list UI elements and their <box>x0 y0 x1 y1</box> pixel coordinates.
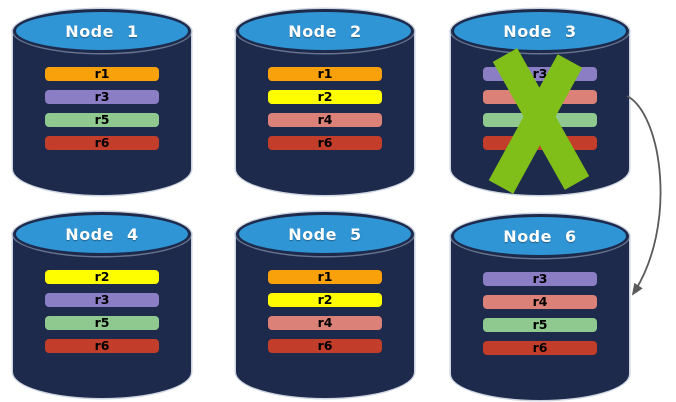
node-4-cylinder-top: Node 4 <box>13 212 191 256</box>
replica-bar: r2 <box>268 293 382 307</box>
replica-bar: r1 <box>268 67 382 81</box>
node-1-title: Node 1 <box>65 21 139 41</box>
replica-bar: r3 <box>483 67 597 81</box>
replica-bar: r5 <box>45 316 159 330</box>
node-3-title: Node 3 <box>503 21 577 41</box>
arrow-curve <box>626 95 662 296</box>
replica-bar: r2 <box>268 90 382 104</box>
node-3-cylinder: Node 3 r3 r4 r5 r6 <box>451 9 629 195</box>
replica-bar: r4 <box>268 113 382 127</box>
node-3-replicas: r3 r4 r5 r6 <box>483 67 597 150</box>
node-5-replicas: r1 r2 r4 r6 <box>268 270 382 353</box>
node-5-cylinder-top: Node 5 <box>236 212 414 256</box>
replica-bar: r2 <box>45 270 159 284</box>
node-1-cylinder-top: Node 1 <box>13 9 191 53</box>
node-2-title: Node 2 <box>288 21 362 41</box>
replica-bar: r1 <box>268 270 382 284</box>
replica-bar: r5 <box>483 113 597 127</box>
replica-bar: r3 <box>45 293 159 307</box>
node-6-cylinder-top: Node 6 <box>451 214 629 258</box>
replica-bar: r4 <box>268 316 382 330</box>
node-5-cylinder: Node 5 r1 r2 r4 r6 <box>236 212 414 398</box>
node-1-replicas: r1 r3 r5 r6 <box>45 67 159 150</box>
replica-bar: r6 <box>45 136 159 150</box>
replica-bar: r3 <box>483 272 597 286</box>
replica-bar: r6 <box>268 339 382 353</box>
replica-bar: r4 <box>483 90 597 104</box>
replica-bar: r6 <box>268 136 382 150</box>
node-2-cylinder: Node 2 r1 r2 r4 r6 <box>236 9 414 195</box>
replica-bar: r1 <box>45 67 159 81</box>
node-2-cylinder-top: Node 2 <box>236 9 414 53</box>
replica-bar: r5 <box>45 113 159 127</box>
replica-bar: r4 <box>483 295 597 309</box>
node-3-cylinder-top: Node 3 <box>451 9 629 53</box>
replica-bar: r6 <box>483 341 597 355</box>
node-4-cylinder: Node 4 r2 r3 r5 r6 <box>13 212 191 398</box>
replica-bar: r5 <box>483 318 597 332</box>
replica-bar: r6 <box>45 339 159 353</box>
node-4-replicas: r2 r3 r5 r6 <box>45 270 159 353</box>
node-1-cylinder: Node 1 r1 r3 r5 r6 <box>13 9 191 195</box>
node-6-title: Node 6 <box>503 226 577 246</box>
node-2-replicas: r1 r2 r4 r6 <box>268 67 382 150</box>
node-4-title: Node 4 <box>65 224 139 244</box>
node-5-title: Node 5 <box>288 224 362 244</box>
node-6-cylinder: Node 6 r3 r4 r5 r6 <box>451 214 629 400</box>
node-6-replicas: r3 r4 r5 r6 <box>483 272 597 355</box>
replica-bar: r6 <box>483 136 597 150</box>
replica-bar: r3 <box>45 90 159 104</box>
